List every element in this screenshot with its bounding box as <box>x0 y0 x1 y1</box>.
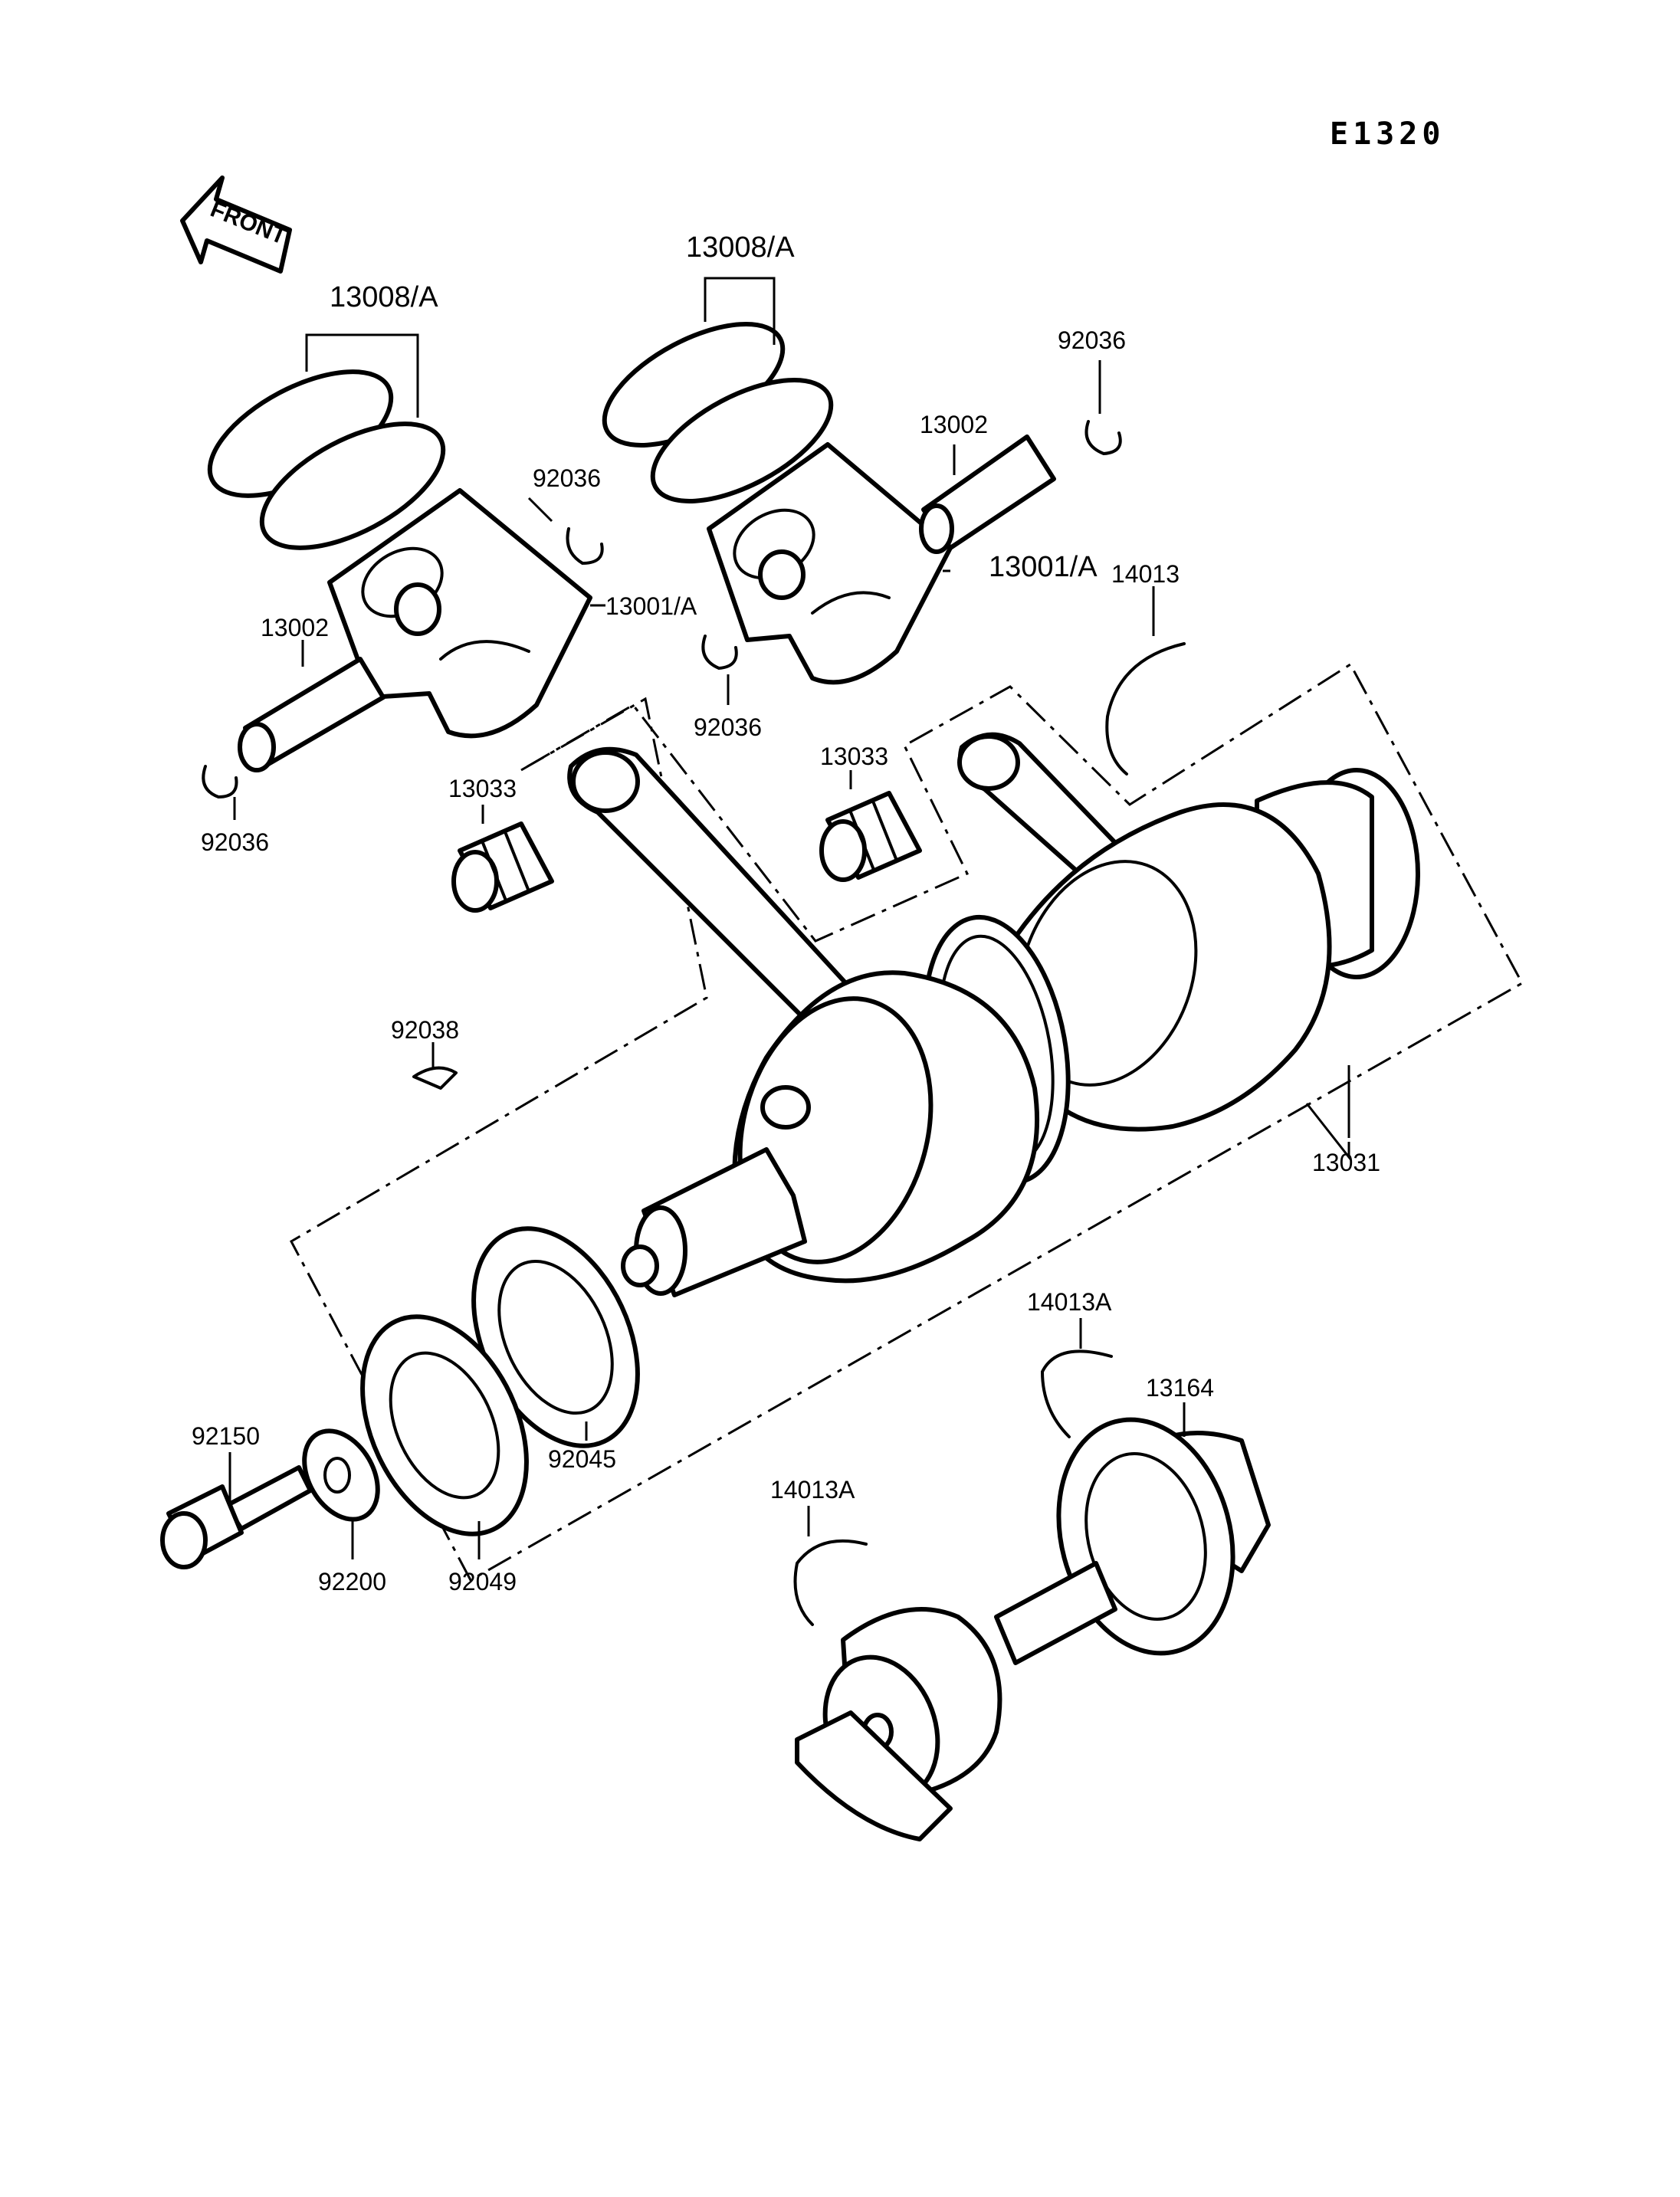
right-clip-top <box>1084 420 1122 455</box>
left-piston <box>327 488 592 739</box>
ball-bearing <box>471 1226 640 1448</box>
right-piston <box>707 442 953 685</box>
washer <box>302 1428 380 1522</box>
oil-seal <box>360 1314 529 1536</box>
small-key <box>412 1066 458 1090</box>
label-rings-left: 13008/A <box>330 281 438 313</box>
label-piston-right: 13001/A <box>989 551 1098 583</box>
key-lower-a <box>1041 1349 1113 1438</box>
diagram-code: E1320 <box>1330 116 1445 152</box>
label-clip-left-lower: 92036 <box>201 828 269 856</box>
crankshaft <box>567 732 1420 1297</box>
left-piston-pin <box>238 657 386 772</box>
label-bearing-left: 13033 <box>448 775 517 802</box>
label-ball-bearing: 92045 <box>548 1445 616 1473</box>
label-crankshaft: 13031 <box>1312 1149 1380 1176</box>
label-pin-left: 13002 <box>261 614 329 641</box>
center-clip <box>701 635 738 670</box>
left-clip-lower <box>202 765 238 798</box>
right-piston-rings <box>602 322 834 503</box>
label-pin-right: 13002 <box>920 411 988 438</box>
left-piston-rings <box>207 369 446 550</box>
label-clip-center: 92036 <box>694 713 762 741</box>
label-oil-seal: 92049 <box>448 1568 517 1595</box>
key-lower-b <box>793 1539 868 1626</box>
label-piston-left: 13001/A <box>605 592 697 620</box>
front-arrow-icon: FRONT <box>180 175 292 274</box>
key-top <box>1105 642 1186 776</box>
right-needle-bearing <box>819 791 922 882</box>
label-key-lower-b: 14013A <box>770 1476 855 1503</box>
label-key-top: 14013 <box>1111 560 1180 588</box>
bolt <box>160 1465 313 1569</box>
label-balancer: 13164 <box>1146 1374 1214 1402</box>
label-clip-top-right: 92036 <box>1058 326 1126 354</box>
balancer-shaft <box>795 1417 1271 1841</box>
label-bolt: 92150 <box>192 1422 260 1450</box>
right-piston-pin <box>919 434 1056 554</box>
label-key-small: 92038 <box>391 1016 459 1044</box>
label-key-lower-a: 14013A <box>1027 1288 1112 1316</box>
label-bearing-right: 13033 <box>820 743 888 770</box>
left-needle-bearing <box>451 821 554 913</box>
left-clip-upper <box>566 527 604 565</box>
label-rings-right: 13008/A <box>686 231 795 264</box>
label-washer: 92200 <box>318 1568 386 1595</box>
left-rod-assembly-box <box>290 662 1524 1582</box>
label-clip-left-upper: 92036 <box>533 464 601 492</box>
